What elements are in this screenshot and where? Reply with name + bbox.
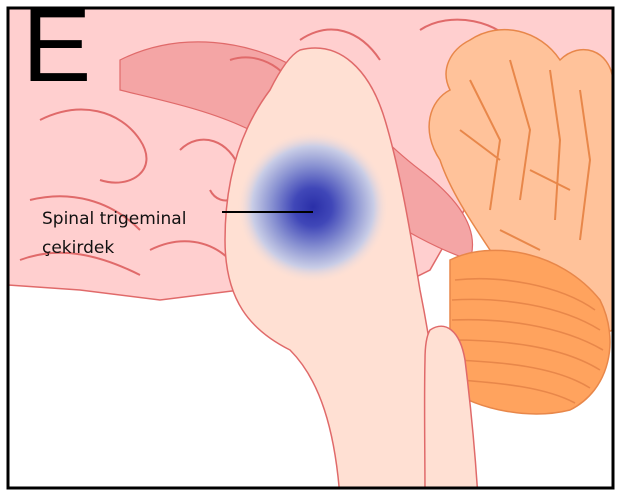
nucleus-label: Spinal trigeminal çekirdek xyxy=(42,205,186,263)
nucleus-label-line1: Spinal trigeminal xyxy=(42,205,186,234)
nucleus-label-line2: çekirdek xyxy=(42,234,186,263)
panel-letter: E xyxy=(22,0,91,98)
spinal-trigeminal-nucleus xyxy=(237,131,389,283)
